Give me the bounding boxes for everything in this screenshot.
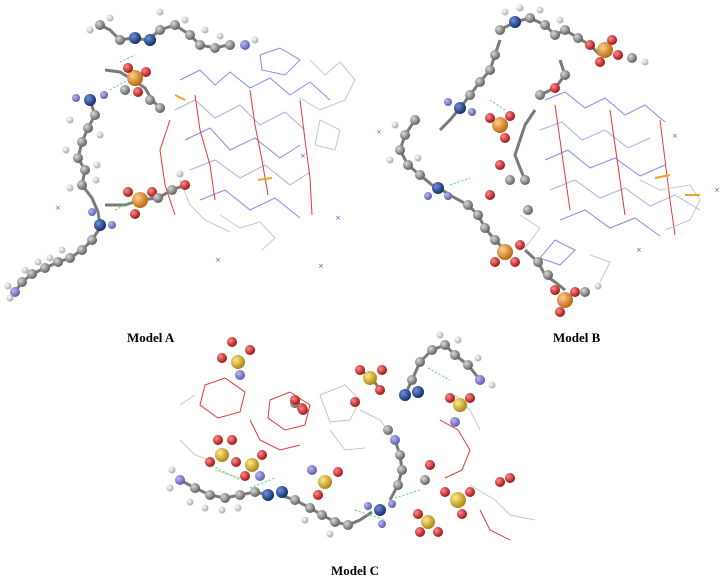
model-b-label: Model B [553,330,601,345]
svg-text:×: × [714,186,720,194]
model-c-hbonds [204,367,451,521]
model-b-structure: × × × × [376,4,720,317]
svg-text:×: × [376,128,382,136]
model-a-structure: × × × × × [4,8,356,302]
model-a-bonds [13,23,229,293]
svg-text:×: × [636,246,642,254]
svg-text:×: × [335,214,341,222]
model-c-structure [166,331,536,541]
model-b-hbonds [449,99,506,186]
svg-text:×: × [672,132,678,140]
model-a-hbonds [109,54,136,211]
model-a-wireframe-dna [159,47,356,251]
svg-text:×: × [215,256,221,264]
model-c-label: Model C [331,563,380,578]
model-b-wireframe-dna [519,91,701,283]
model-b-counterions: × × × × [376,128,720,254]
svg-text:×: × [300,152,306,160]
model-c-atoms [166,331,515,538]
model-a-counterions: × × × × × [55,152,341,270]
model-b-atoms [386,4,649,317]
model-a-label: Model A [127,330,175,345]
model-a-atoms [4,8,259,302]
svg-text:×: × [55,204,61,212]
svg-text:×: × [318,262,324,270]
